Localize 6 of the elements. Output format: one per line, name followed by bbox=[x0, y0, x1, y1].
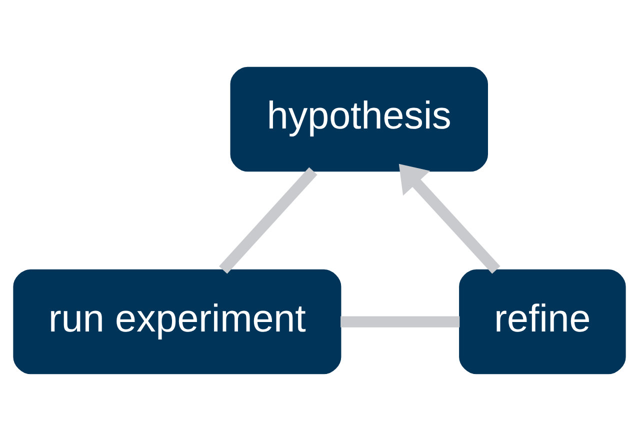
arrow bbox=[398, 163, 500, 274]
connector bbox=[219, 166, 318, 274]
connector bbox=[340, 316, 460, 327]
node-box: refine bbox=[459, 268, 626, 374]
node-box: hypothesis bbox=[230, 66, 488, 172]
node-box: run experiment bbox=[13, 268, 342, 374]
